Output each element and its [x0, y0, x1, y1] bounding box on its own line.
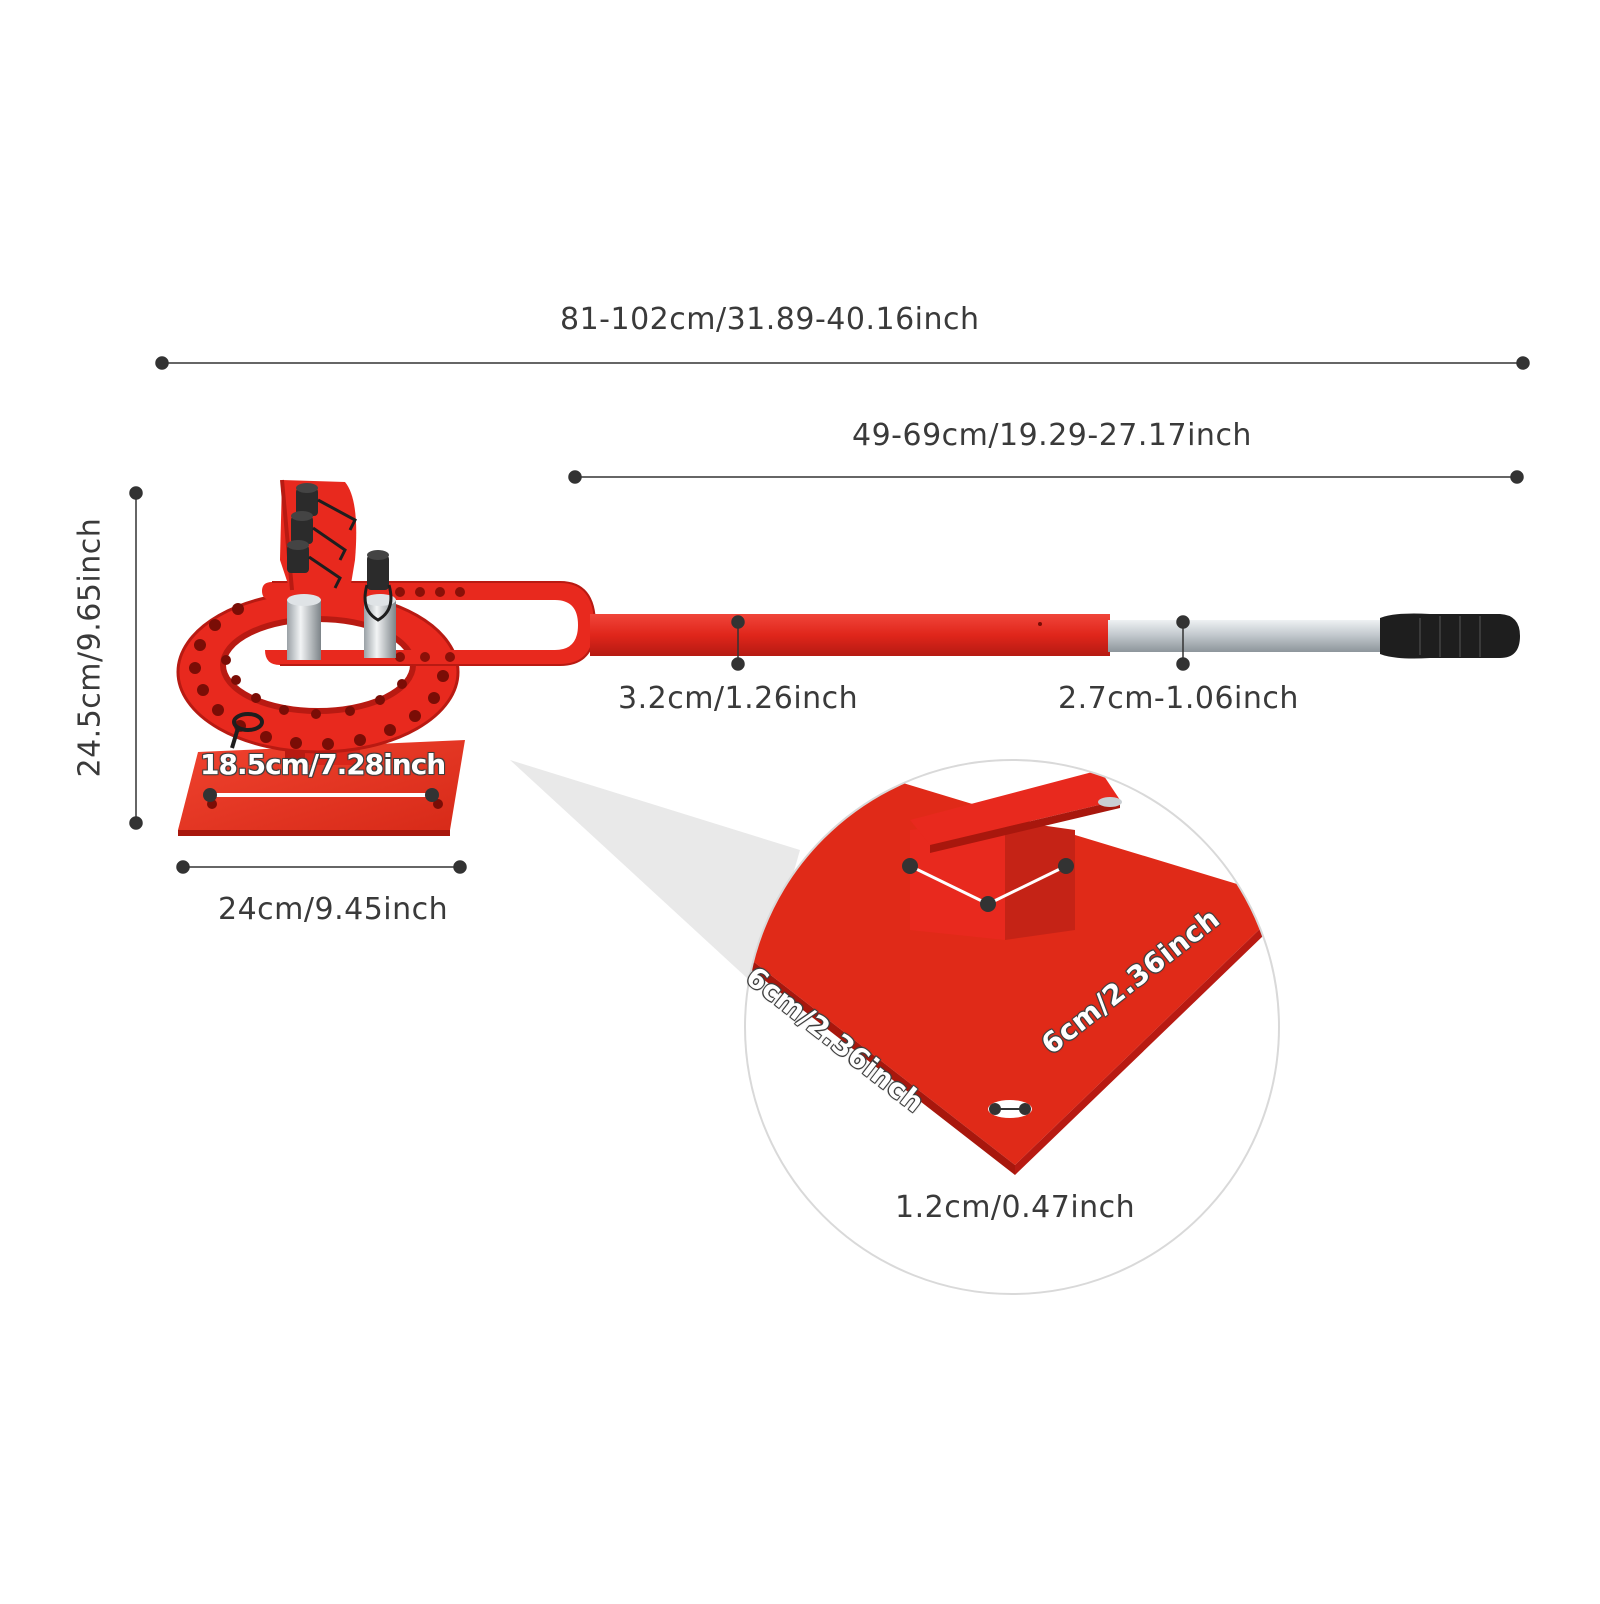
top-pin [367, 555, 389, 590]
upright-pins [287, 483, 357, 589]
hole-spacing-line [203, 788, 439, 802]
callout-plate [745, 770, 1279, 1165]
handle-grip [1380, 613, 1520, 659]
plate-thickness-label: 1.2cm/0.47inch [895, 1190, 1136, 1225]
red-tube-diameter-label: 3.2cm/1.26inch [618, 681, 859, 716]
red-tube [590, 614, 1110, 656]
handle-length-label: 49-69cm/19.29-27.17inch [852, 418, 1252, 453]
silver-tube-diameter-label: 2.7cm-1.06inch [1058, 681, 1299, 716]
thickness-marker [988, 1100, 1032, 1118]
silver-tube-diameter-line [1176, 615, 1190, 671]
roller-left [287, 600, 321, 660]
height-label: 24.5cm/9.65inch [72, 517, 108, 778]
red-tube-diameter-line [731, 615, 745, 671]
bender-tool [176, 479, 1520, 836]
overall-length-line [155, 356, 1530, 370]
post-measure-lines [902, 858, 1074, 912]
overall-length-label: 81-102cm/31.89-40.16inch [560, 302, 980, 337]
handle-length-line [568, 470, 1524, 484]
base-width-line [176, 860, 467, 874]
base-plate [178, 740, 465, 830]
height-line [129, 486, 143, 830]
hole-spacing-label: 18.5cm/7.28inch [200, 748, 446, 781]
silver-tube [1108, 620, 1386, 652]
detail-callout [744, 759, 1280, 1295]
eyelet-clip [232, 712, 264, 732]
callout-shadow [510, 760, 800, 990]
base-width-label: 24cm/9.45inch [218, 892, 449, 927]
